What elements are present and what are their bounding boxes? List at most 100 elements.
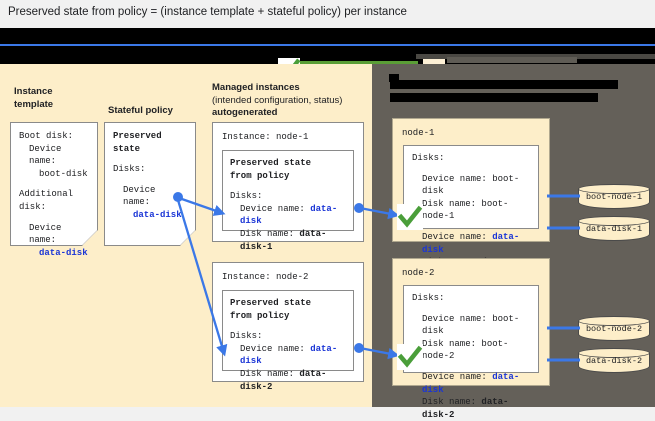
instance-template-box: Boot disk: Device name: boot-disk Additi… <box>10 122 98 258</box>
column-heading-instance-template: Instance template <box>14 86 98 111</box>
data-disk-row: Disk name: data-disk-2 <box>412 396 530 421</box>
data-device-key: Device name: <box>422 371 487 382</box>
node-disks-box: Disks: Device name: boot-disk Disk name:… <box>403 285 539 420</box>
banner-redact-bar-top <box>416 54 655 59</box>
boot-device-value: boot-disk <box>422 313 520 337</box>
banner-cream-swatch <box>423 59 445 64</box>
disk-cylinder-boot-node-1: boot-node-1 <box>578 184 650 210</box>
disk-cylinder-data-disk-1: data-disk-1 <box>578 216 650 242</box>
data-disk-key: Disk name: <box>422 397 477 408</box>
boot-disk-row: Disk name: boot-node-2 <box>412 338 530 363</box>
boot-device-value: boot-disk <box>422 173 520 197</box>
disk-name-key: Disk name: <box>240 368 295 379</box>
spacer <box>230 322 346 330</box>
spacer <box>113 176 187 184</box>
preserved-state-title-2: from policy <box>230 310 290 321</box>
heading-line-3: autogenerated <box>212 107 278 118</box>
preserved-state-title-2: from policy <box>230 170 290 181</box>
disk-name-key: Disk name: <box>240 228 295 239</box>
boot-device-row: Device name: boot-disk <box>412 173 530 198</box>
left-cream-panel-footer <box>0 395 372 407</box>
data-device-key: Device name: <box>422 231 487 242</box>
preserved-state-inner-box: Preserved state from policy Disks: Devic… <box>222 290 354 392</box>
cylinder-top <box>578 348 650 358</box>
boot-disk-value: boot-node-1 <box>422 198 509 222</box>
node-name: node-2 <box>402 268 435 278</box>
node-name: node-1 <box>402 128 435 138</box>
cylinder-top <box>578 316 650 326</box>
device-name-value: data-disk <box>240 343 338 367</box>
preserved-state-label-1: Preserved <box>113 131 162 141</box>
preserved-state-inner-box: Preserved state from policy Disks: Devic… <box>222 150 354 252</box>
diagram-canvas: Preserved state from policy = (instance … <box>0 6 655 420</box>
cylinder-label: boot-node-1 <box>585 192 643 202</box>
redacted-legend-banner <box>0 28 655 64</box>
managed-instance-node-1: Instance: node-1 Preserved state from po… <box>212 122 364 252</box>
disk-name-value: data-disk-2 <box>240 368 327 392</box>
additional-disk-label-1: Additional <box>19 189 74 200</box>
preserved-state-title-1: Preserved state <box>230 298 312 308</box>
disks-label: Disks: <box>412 153 445 163</box>
device-name-value: data-disk <box>240 203 338 227</box>
disks-label: Disks: <box>230 191 263 202</box>
boot-device-key: Device name: <box>422 313 487 324</box>
instance-header: Instance: node-1 <box>222 132 309 142</box>
boot-disk-value: boot-node-2 <box>422 338 509 362</box>
column-heading-stateful-policy: Stateful policy <box>108 105 200 118</box>
banner-check-icon <box>278 58 300 64</box>
managed-instance-node-2: Instance: node-2 Preserved state from po… <box>212 262 364 392</box>
boot-disk-key: Disk name: <box>422 198 477 209</box>
status-check-icon-node-2 <box>397 344 423 370</box>
banner-green-bar <box>296 61 418 64</box>
boot-device-row: Device name: boot-disk <box>412 313 530 338</box>
boot-device-name-key: Device name: <box>29 143 62 167</box>
page-title: Preserved state from policy = (instance … <box>8 6 407 18</box>
boot-disk-row: Disk name: boot-node-1 <box>412 198 530 223</box>
gray-panel-redacted-mark <box>389 74 399 82</box>
disks-label: Disks: <box>113 164 146 175</box>
device-name-key: Device name: <box>240 343 305 354</box>
disk-name-value: data-disk-1 <box>240 228 327 252</box>
data-device-name-value: data-disk <box>39 247 88 258</box>
data-device-row: Device name: data-disk <box>412 231 530 256</box>
device-name-key: Device name: <box>123 184 156 208</box>
gray-panel-redacted-heading-1 <box>390 80 618 89</box>
device-name-row: Device name: data-disk <box>230 343 346 368</box>
cylinder-label: data-disk-1 <box>585 224 643 234</box>
spacer <box>412 363 530 371</box>
additional-disk-label-2: disk: <box>19 201 47 212</box>
heading-line-1: Managed instances <box>212 82 300 93</box>
spacer <box>19 214 89 222</box>
instance-header: Instance: node-2 <box>222 272 309 282</box>
data-device-row: Device name: data-disk <box>412 371 530 396</box>
boot-device-name-value: boot-disk <box>39 168 88 179</box>
status-check-icon-node-1 <box>397 204 423 230</box>
preserved-state-label-2: state <box>113 143 141 154</box>
device-name-row: Device name: data-disk <box>230 203 346 228</box>
heading-line-2: template <box>14 98 54 110</box>
node-card-node-2: node-2 Disks: Device name: boot-disk Dis… <box>392 258 550 420</box>
banner-blue-rule <box>0 44 655 46</box>
cylinder-label: boot-node-2 <box>585 324 643 334</box>
cylinder-top <box>578 184 650 194</box>
folded-corner-cut <box>180 230 196 246</box>
cylinder-top <box>578 216 650 226</box>
heading-line-1: Instance <box>14 86 53 97</box>
disk-cylinder-data-disk-2: data-disk-2 <box>578 348 650 374</box>
disk-name-row: Disk name: data-disk-2 <box>230 368 346 393</box>
disks-label: Disks: <box>230 331 263 342</box>
boot-disk-key: Disk name: <box>422 338 477 349</box>
heading-line-1: Stateful policy <box>108 105 173 116</box>
data-device-value: data-disk <box>422 371 520 395</box>
spacer <box>412 305 530 313</box>
node-disks-box: Disks: Device name: boot-disk Disk name:… <box>403 145 539 280</box>
folded-corner-cut <box>82 230 98 246</box>
heading-line-2: (intended configuration, status) <box>212 94 343 106</box>
gray-panel-redacted-heading-2 <box>390 93 598 102</box>
spacer <box>230 182 346 190</box>
disks-label: Disks: <box>412 293 445 303</box>
boot-disk-label: Boot disk: <box>19 131 74 141</box>
disk-name-row: Disk name: data-disk-1 <box>230 228 346 253</box>
spacer <box>412 223 530 231</box>
data-device-value: data-disk <box>422 231 520 255</box>
